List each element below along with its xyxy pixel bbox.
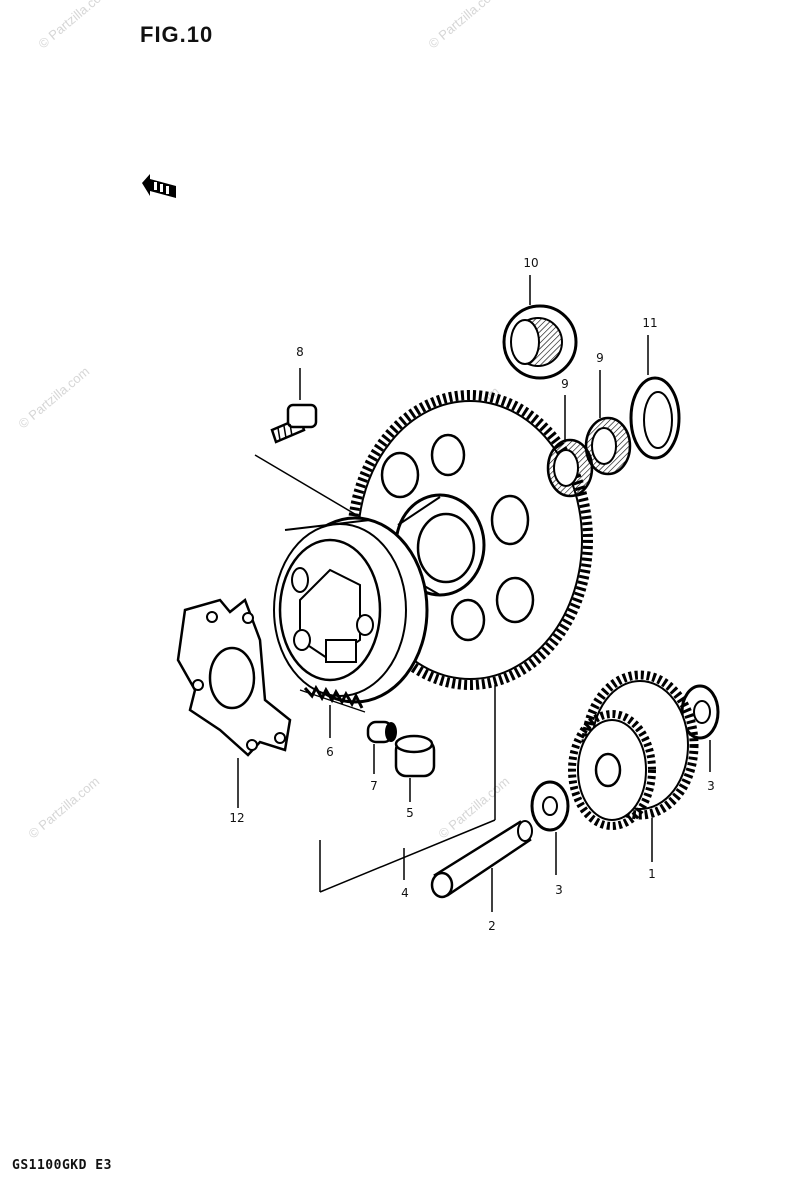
starter-clutch-body <box>273 516 429 704</box>
idle-gear-part-1 <box>568 670 699 830</box>
washer-part-3-lower <box>530 780 570 832</box>
callout-3-lower: 3 <box>555 883 563 897</box>
plate-part-12 <box>176 597 292 757</box>
callout-9a: 9 <box>561 377 569 391</box>
callout-1: 1 <box>648 867 656 881</box>
callout-10: 10 <box>523 256 539 270</box>
washer-part-11 <box>629 376 681 460</box>
callout-9b: 9 <box>596 351 604 365</box>
callout-7: 7 <box>370 779 378 793</box>
callout-6: 6 <box>326 745 334 759</box>
washer-part-3-right <box>680 684 720 740</box>
needle-bearing-part-10 <box>502 304 578 380</box>
bearing-part-9b <box>584 416 632 476</box>
roller-part-5 <box>394 734 436 778</box>
model-code: GS1100GKD E3 <box>12 1158 112 1173</box>
callout-2: 2 <box>488 919 496 933</box>
front-arrow-icon <box>142 174 176 198</box>
shaft-part-2 <box>430 820 533 899</box>
callout-3-right: 3 <box>707 779 715 793</box>
spring-part-6 <box>299 684 366 713</box>
bolt-part-8 <box>254 403 366 521</box>
bearing-part-9a <box>546 438 594 498</box>
leader-lines <box>237 275 711 912</box>
callout-8: 8 <box>296 345 304 359</box>
callout-5: 5 <box>406 806 414 820</box>
callout-4: 4 <box>401 886 409 900</box>
pin-part-7 <box>366 720 397 744</box>
figure-title: FIG.10 <box>140 22 214 47</box>
callout-11: 11 <box>642 316 658 330</box>
callout-12: 12 <box>229 811 245 825</box>
